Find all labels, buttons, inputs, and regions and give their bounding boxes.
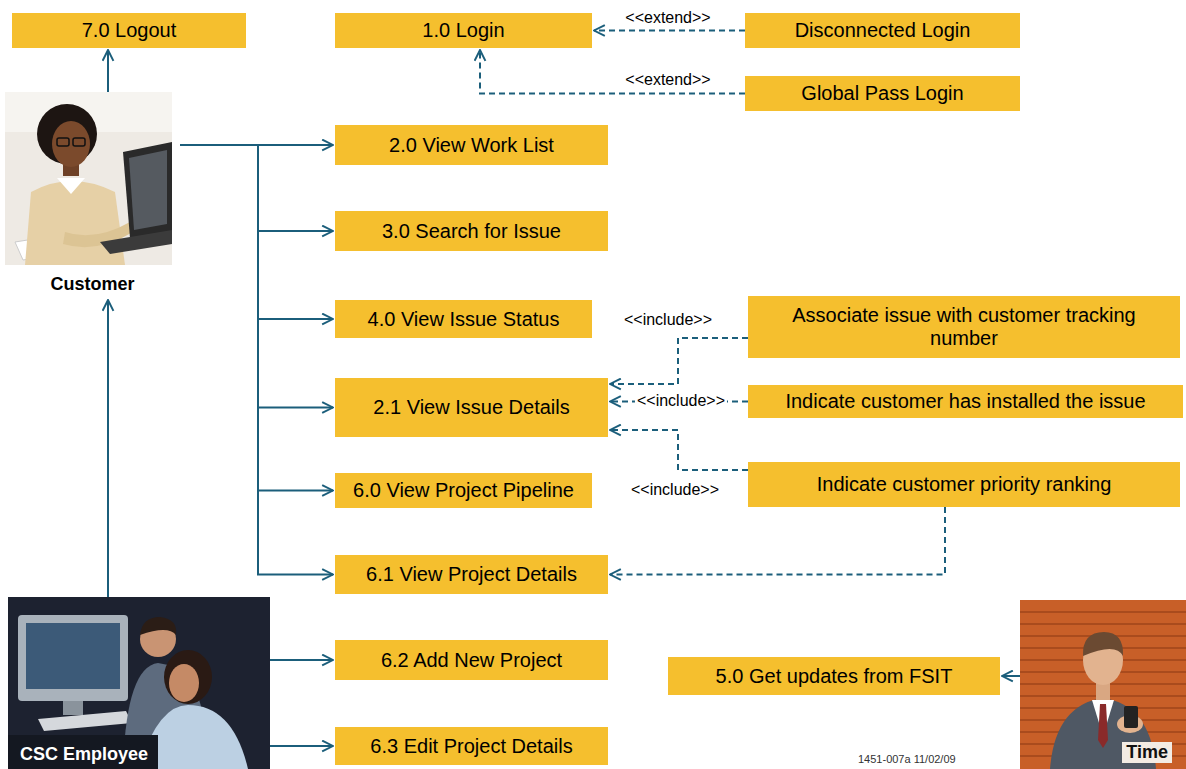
use-case-box: Indicate customer priority ranking [748,462,1180,507]
dependency-arrow [610,430,748,470]
actor-figure: CSC Employee [8,597,270,769]
use-case-label: 7.0 Logout [82,19,177,42]
use-case-box: 5.0 Get updates from FSIT [668,657,1000,695]
association-arrow [180,145,333,319]
use-case-box: 1.0 Login [335,13,592,48]
use-case-box: Global Pass Login [745,76,1020,111]
use-case-label: Indicate customer priority ranking [817,473,1112,496]
use-case-label: 3.0 Search for Issue [382,220,561,243]
association-arrow [107,50,109,92]
association-arrow [1002,675,1020,677]
use-case-label: Indicate customer has installed the issu… [785,390,1145,413]
use-case-box: Disconnected Login [745,13,1020,48]
actor-name: CSC Employee [20,744,148,765]
time-actor-photo [1020,600,1186,769]
use-case-label: 2.0 View Work List [389,134,554,157]
use-case-label: Global Pass Login [801,82,963,105]
association-arrow [107,300,109,597]
stereotype-label: <<include>> [629,480,721,499]
use-case-box: 6.0 View Project Pipeline [335,473,592,508]
actor-figure: Time [1020,600,1186,769]
dependency-arrow [610,338,748,384]
customer-photo [5,92,172,265]
use-case-box: 6.3 Edit Project Details [335,727,608,765]
use-case-label: 4.0 View Issue Status [368,308,560,331]
actor-figure: Customer [5,92,180,298]
association-arrow [180,145,333,491]
use-case-box: 4.0 View Issue Status [335,300,592,338]
use-case-label: 6.3 Edit Project Details [370,735,572,758]
use-case-box: 3.0 Search for Issue [335,211,608,251]
use-case-label: 1.0 Login [422,19,504,42]
dependency-arrow [480,50,745,94]
use-case-box: 6.1 View Project Details [335,555,608,594]
use-case-label: 6.1 View Project Details [366,563,577,586]
association-arrow [180,145,333,408]
use-case-label: 6.2 Add New Project [381,649,562,672]
association-arrow [270,659,333,661]
association-arrow [270,745,333,747]
use-case-box: 2.1 View Issue Details [335,378,608,437]
stereotype-label: <<include>> [622,310,714,329]
actor-name: Time [1122,742,1172,763]
stereotype-label: <<extend>> [623,8,712,27]
dependency-arrow [610,507,945,575]
employee-photo [8,597,270,769]
use-case-label: 2.1 View Issue Details [373,396,569,419]
actor-name: Customer [50,274,134,295]
use-case-label: Disconnected Login [795,19,971,42]
use-case-box: 2.0 View Work List [335,125,608,165]
dependency-arrow [594,30,745,32]
use-case-box: 6.2 Add New Project [335,640,608,680]
association-arrow [180,145,333,231]
use-case-box: Associate issue with customer tracking n… [748,296,1180,358]
stereotype-label: <<include>> [635,391,727,410]
association-arrow [180,145,333,575]
use-case-label: 6.0 View Project Pipeline [353,479,574,502]
use-case-box: 7.0 Logout [12,13,246,48]
stereotype-label: <<extend>> [623,70,712,89]
document-number: 1451-007a 11/02/09 [858,753,956,765]
use-case-label: 5.0 Get updates from FSIT [716,665,953,688]
use-case-box: Indicate customer has installed the issu… [748,385,1183,418]
use-case-label: Associate issue with customer tracking n… [757,304,1171,350]
